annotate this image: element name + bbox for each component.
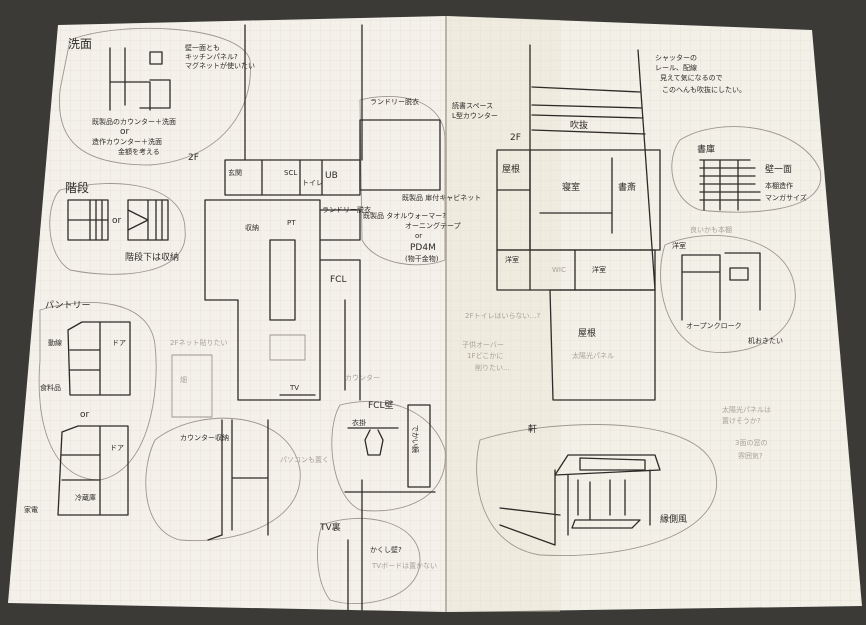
room-label: TV — [289, 384, 299, 392]
left-page — [8, 16, 446, 612]
laundry-note: オーニングテープ — [405, 221, 461, 230]
library-sub: 良いかも本棚 — [690, 225, 732, 234]
washroom-sketch — [109, 47, 171, 111]
pantry-title: パントリー — [45, 300, 90, 311]
right-page — [446, 16, 862, 612]
laundry-title: ランドリー脱衣 — [370, 97, 419, 106]
room-label: ランドリー脱衣 — [322, 205, 371, 214]
shutter-note: シャッターの — [655, 53, 697, 62]
room-label: PT — [287, 219, 296, 227]
washroom-note: キッチンパネル? — [185, 53, 238, 61]
washroom-option: 既製品のカウンター＋洗面 — [92, 117, 176, 126]
library-note: 本棚造作 — [765, 181, 793, 190]
pantry-label: 動線 — [48, 338, 62, 347]
library-note: マンガサイズ — [765, 193, 807, 202]
pantry-sketch — [57, 321, 131, 516]
room-label: 洋室 — [505, 255, 519, 264]
laundry-note: PD4M — [410, 243, 436, 253]
tv-back-title: TV裏 — [319, 521, 341, 533]
stairs-title: 階段 — [65, 180, 89, 195]
washroom-title: 洗面 — [68, 37, 92, 51]
pencil-note: 2Fトイレはいらない…? — [465, 312, 540, 320]
western-room-title: 洋室 — [672, 241, 686, 250]
net-note: 2Fネット貼りたい — [170, 338, 227, 347]
western-room-sketch — [681, 252, 761, 321]
library-note: 壁一面 — [765, 163, 792, 175]
room-label: FCL — [330, 275, 346, 285]
second-floor-plan — [496, 44, 661, 401]
first-floor-plan — [171, 24, 441, 611]
room-label: 書斎 — [618, 181, 636, 193]
counter-note: パソコンも置く — [280, 456, 329, 464]
pantry-label: 家電 — [24, 505, 38, 514]
side-note: 読書スペース — [452, 101, 493, 110]
floor-label: 2F — [188, 153, 199, 163]
pantry-label: 冷蔵庫 — [75, 493, 96, 502]
pantry-or: or — [80, 410, 90, 420]
library-sketch — [699, 159, 761, 211]
room-label: 玄関 — [228, 168, 242, 177]
tv-back-note: かくし壁? — [370, 545, 402, 554]
fcl-wall-title: FCL壁 — [368, 399, 393, 411]
laundry-note: 既製品 タオルウォーマー? — [363, 211, 446, 220]
void-label: 吹抜 — [570, 119, 588, 131]
floor-label-2f: 2F — [510, 133, 521, 143]
shutter-note: レール、配線 — [655, 63, 697, 72]
washroom-option: 造作カウンター＋洗面 — [92, 137, 162, 146]
washroom-option: 金額を考える — [118, 147, 160, 156]
shutter-note: このへんも吹抜にしたい。 — [662, 85, 746, 94]
shutter-note: 見えて気になるので — [660, 73, 723, 82]
western-room-label: オープンクローク — [686, 322, 742, 330]
solar-label: 太陽光パネル — [572, 351, 614, 360]
room-label: 屋根 — [578, 327, 596, 339]
engawa-label: 縁側風 — [660, 513, 687, 525]
laundry-note: (物干金物) — [405, 254, 439, 263]
room-label: 収納 — [245, 223, 259, 232]
eaves-title: 軒 — [528, 424, 537, 435]
house-sketch — [499, 454, 661, 546]
library-title: 書庫 — [697, 143, 715, 155]
counter-title: カウンター収納 — [180, 433, 229, 442]
room-label: トイレ — [302, 179, 323, 187]
room-label: 寝室 — [562, 181, 580, 193]
pencil-note: 子供オーバー — [462, 340, 504, 349]
laundry-note: 既製品 扉付キャビネット — [402, 193, 481, 202]
fcl-wall-sketch — [344, 404, 436, 493]
room-label: カウンター — [345, 373, 380, 382]
washroom-note: 壁一面とも — [185, 43, 220, 52]
washroom-note: マグネットが使いたい — [185, 61, 255, 70]
pantry-label: 食料品 — [40, 383, 61, 392]
side-note: L型カウンター — [452, 111, 498, 120]
pencil-note: 削りたい… — [475, 363, 510, 372]
counter-sketch — [207, 419, 269, 541]
room-label: 洋室 — [592, 265, 606, 274]
laundry-note: or — [415, 232, 422, 240]
pantry-label: ドア — [110, 444, 124, 452]
sketch-note: 雰囲気? — [738, 451, 763, 460]
western-room-label: 机おきたい — [748, 336, 783, 345]
pencil-note: 1Fどこかに — [467, 352, 503, 360]
tv-back-sub: TVボードは置かない — [371, 562, 437, 570]
stairs-or: or — [112, 216, 122, 226]
stairs-note: 階段下は収納 — [125, 251, 179, 263]
room-label: 屋根 — [502, 163, 520, 175]
field-label: 畑 — [180, 376, 187, 384]
washroom-option: or — [120, 127, 130, 137]
pencil-bubbles — [38, 27, 822, 605]
stairs-sketch — [67, 199, 169, 241]
room-label: SCL — [284, 169, 297, 177]
sketch-note: 太陽光パネルは — [722, 405, 771, 414]
room-label: UB — [325, 171, 338, 181]
mirror-label: でかい鏡 — [411, 425, 420, 453]
hanger-label: 衣掛 — [352, 418, 366, 427]
pantry-label: ドア — [112, 339, 126, 347]
sketch-note: 置けそうか? — [722, 417, 761, 425]
room-label: WIC — [552, 266, 566, 274]
sketch-note: 3面の窓の — [735, 438, 767, 447]
